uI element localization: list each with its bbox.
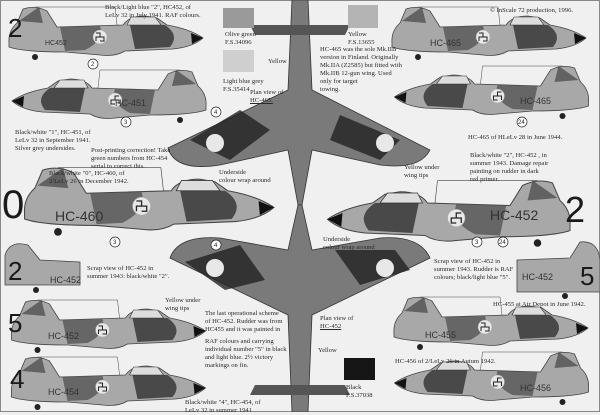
callout: 24 <box>516 116 528 128</box>
plan-view-hc465 <box>167 0 431 206</box>
aircraft-hc456: HC-456 <box>393 351 590 406</box>
svg-text:HC-452: HC-452 <box>50 275 81 285</box>
callout: 3 <box>471 236 483 248</box>
svg-text:HC-452: HC-452 <box>522 272 553 282</box>
swatch-olive-green <box>223 8 254 28</box>
svg-text:4: 4 <box>214 110 218 116</box>
svg-text:HC-454: HC-454 <box>48 387 79 397</box>
svg-text:2: 2 <box>565 189 585 230</box>
label-yellow-bottom: Yellow <box>318 347 337 354</box>
svg-text:2: 2 <box>8 13 22 43</box>
aircraft-hc451: HC-451 <box>11 69 207 124</box>
svg-text:4: 4 <box>10 364 24 394</box>
swatch-yellow <box>348 5 378 28</box>
svg-text:HC-452: HC-452 <box>48 331 79 341</box>
decal-callouts: 2 3 24 3 4 3 24 4 <box>87 58 528 251</box>
callout: 24 <box>497 236 509 248</box>
aircraft-hc465-a: HC-465 <box>391 6 587 61</box>
svg-text:2: 2 <box>91 62 95 68</box>
plan-view-hc452 <box>169 204 431 412</box>
copyright: © InScale 72 production, 1996. <box>490 7 574 14</box>
svg-text:0: 0 <box>2 183 24 227</box>
svg-text:HC-460: HC-460 <box>55 208 103 224</box>
svg-text:HC-455: HC-455 <box>425 330 456 340</box>
swatch-black <box>344 358 375 380</box>
svg-text:5: 5 <box>8 308 22 338</box>
aircraft-hc452-1941: 2 HC452 <box>8 6 204 61</box>
callout: 3 <box>109 236 121 248</box>
svg-text:HC-452: HC-452 <box>490 207 538 223</box>
svg-text:3: 3 <box>475 240 479 246</box>
svg-text:3: 3 <box>124 120 128 126</box>
callout: 4 <box>210 239 222 251</box>
caption-hc455: HC-455 at Air Depot in June 1942. <box>493 301 586 308</box>
aircraft-hc460: 0 HC-460 <box>2 166 275 237</box>
svg-text:HC-456: HC-456 <box>520 383 551 393</box>
svg-text:HC-465: HC-465 <box>520 96 551 106</box>
svg-text:24: 24 <box>499 240 506 246</box>
label-yellow-top: Yellow <box>268 58 287 65</box>
aircraft-hc452-1943: 2 HC-452 <box>326 179 585 248</box>
callout: 2 <box>87 58 99 70</box>
svg-text:4: 4 <box>214 243 218 249</box>
svg-text:5: 5 <box>580 261 594 291</box>
callout: 4 <box>210 106 222 118</box>
caption-hc456: HC-456 of 2/LeLv 26 in Autum 1942. <box>395 358 496 365</box>
aircraft-hc455: HC-455 <box>393 296 589 351</box>
scrap-view-right: 5 HC-452 <box>516 241 600 299</box>
svg-text:3: 3 <box>113 240 117 246</box>
caption-hc465-1944: HC-465 of HLeLv 28 in June 1944. <box>468 134 563 141</box>
svg-text:HC-451: HC-451 <box>115 98 146 108</box>
aircraft-hc465-b: HC-465 <box>393 65 590 120</box>
svg-text:24: 24 <box>518 120 525 126</box>
aircraft-hc452-last: 5 HC-452 <box>8 299 207 354</box>
svg-text:2: 2 <box>8 256 22 286</box>
scrap-view-left: 2 HC-452 <box>4 243 81 293</box>
callout: 3 <box>120 116 132 128</box>
svg-text:HC452: HC452 <box>45 40 67 47</box>
swatch-light-blue-grey <box>223 50 254 72</box>
svg-text:HC-465: HC-465 <box>430 38 461 48</box>
aircraft-hc454: 4 HC-454 <box>10 356 207 411</box>
